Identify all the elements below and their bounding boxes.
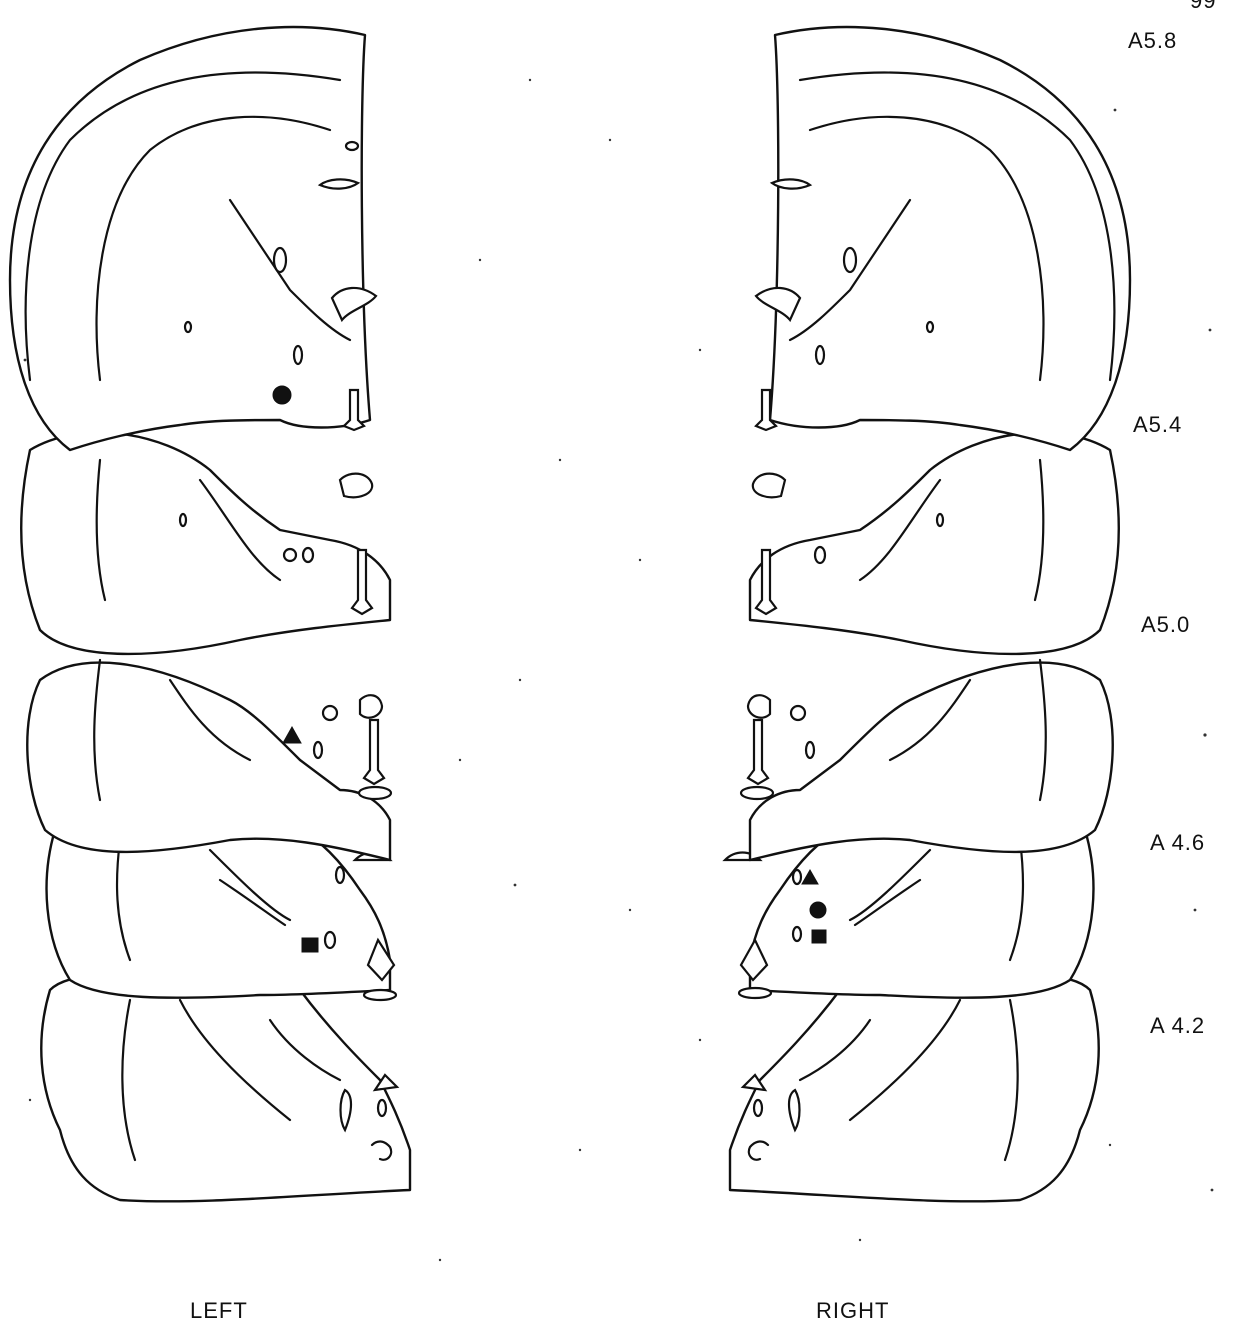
right-hemisphere-series — [725, 27, 1130, 1201]
left-marker-circle — [273, 386, 291, 404]
left-marker-triangle — [283, 727, 301, 743]
level-label-a50: A5.0 — [1141, 612, 1190, 637]
left-section-a58 — [10, 27, 376, 450]
left-marker-square — [302, 938, 318, 952]
level-label-a46: A 4.6 — [1150, 830, 1205, 855]
right-marker-circle — [810, 902, 826, 918]
right-section-a58 — [756, 27, 1130, 450]
right-section-a42 — [730, 976, 1099, 1201]
left-section-a42 — [41, 976, 410, 1201]
left-hemisphere-series — [10, 27, 410, 1201]
level-label-a58: A5.8 — [1128, 28, 1177, 53]
left-section-a50 — [27, 660, 391, 860]
page-number: 99 — [1190, 0, 1216, 13]
right-section-a50 — [741, 660, 1113, 860]
right-marker-square — [812, 930, 826, 943]
left-section-a54 — [21, 433, 390, 654]
level-label-a42: A 4.2 — [1150, 1013, 1205, 1038]
side-label-left: LEFT — [190, 1298, 248, 1323]
side-label-right: RIGHT — [816, 1298, 889, 1323]
level-label-a54: A5.4 — [1133, 412, 1182, 437]
right-section-a54 — [750, 433, 1119, 654]
